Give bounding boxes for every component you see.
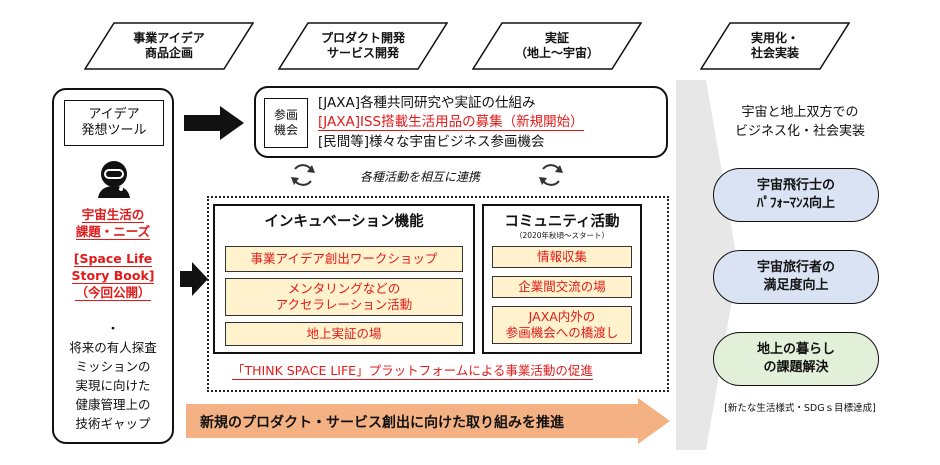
community-panel: コミュニティ活動 （2020年秋頃～スタート） 情報収集 企業間交流の場 JAX…	[482, 204, 642, 354]
incubation-panel: インキュベーション機能 事業アイデア創出ワークショップ メンタリングなどの アク…	[213, 204, 475, 354]
phase-development-label: プロダクト開発 サービス開発	[320, 31, 405, 60]
platform-caption: 「THINK SPACE LIFE」プラットフォームによる事業活動の促進	[232, 363, 593, 380]
participation-line-private: [民間等]様々な宇宙ビジネス参画機会	[318, 134, 545, 150]
phase-implementation-label: 実用化・ 社会実装	[750, 31, 799, 60]
phase-idea-label: 事業アイデア 商品企画	[133, 31, 205, 60]
sdg-caption: [新たな生活様式・SDGｓ目標達成]	[724, 403, 876, 414]
phase-development: プロダクト開発 サービス開発	[278, 22, 448, 70]
phase-idea: 事業アイデア 商品企画	[84, 22, 254, 70]
bottom-promotion-text: 新規のプロダクト・サービス創出に向けた取り組みを推進	[200, 415, 564, 431]
space-life-needs: 宇宙生活の 課題・ニーズ	[75, 207, 151, 240]
participation-line-jaxa: [JAXA]各種共同研究や実証の仕組み	[318, 95, 536, 111]
idea-tool-column: アイデア 発想ツール 宇宙生活の 課題・ニーズ [Space Life Stor…	[52, 88, 174, 444]
phase-demonstration-label: 実証 （地上～宇宙）	[514, 31, 599, 60]
community-title: コミュニティ活動	[504, 214, 620, 230]
platform-frame	[207, 196, 669, 392]
implementation-title: 宇宙と地上双方での ビジネス化・社会実装	[734, 105, 865, 139]
orange-progress-arrow	[186, 398, 670, 444]
space-life-story-book: [Space Life Story Book] （今回公開）	[71, 251, 155, 301]
outcome-astronaut-performance: 宇宙飛行士の ﾊﾟﾌｫｰﾏﾝｽ向上	[713, 168, 879, 222]
grey-chevron-background	[676, 80, 738, 450]
community-subtitle: （2020年秋頃～スタート）	[514, 231, 610, 240]
incubation-title: インキュベーション機能	[264, 214, 424, 230]
idea-tool-box: アイデア 発想ツール	[64, 100, 164, 146]
participation-line-iss: [JAXA]ISS搭載生活用品の募集（新規開始）	[318, 114, 584, 131]
community-item-bridge: JAXA内外の 参画機会への橋渡し	[492, 306, 632, 344]
cycle-icon-right	[539, 164, 563, 186]
outcome-ground-life: 地上の暮らし の課題解決	[713, 332, 879, 386]
arrow-to-platform	[180, 262, 208, 296]
cycle-icon-left	[291, 164, 315, 186]
outcome-traveler-satisfaction: 宇宙旅行者の 満足度向上	[713, 250, 879, 304]
tech-gap-text: 将来の有人探査 ミッションの 実現に向けた 健康管理上の 技術ギャップ	[69, 340, 157, 431]
phase-implementation: 実用化・ 社会実装	[700, 22, 850, 70]
incubation-item-acceleration: メンタリングなどの アクセラレーション活動	[225, 278, 463, 316]
participation-opportunities: 参画 機会 [JAXA]各種共同研究や実証の仕組み [JAXA]ISS搭載生活用…	[254, 86, 668, 158]
separator-dot: ・	[106, 322, 120, 337]
community-item-exchange: 企業間交流の場	[492, 276, 632, 298]
mutual-linkage-caption: 各種活動を相互に連携	[360, 170, 481, 184]
participation-label: 参画 機会	[264, 98, 308, 148]
incubation-item-workshop: 事業アイデア創出ワークショップ	[225, 246, 463, 272]
incubation-item-ground-demo: 地上実証の場	[225, 322, 463, 346]
community-item-info: 情報収集	[492, 246, 632, 268]
astronaut-icon	[98, 161, 130, 198]
phase-demonstration: 実証 （地上～宇宙）	[472, 22, 642, 70]
arrow-to-participation	[184, 106, 244, 140]
